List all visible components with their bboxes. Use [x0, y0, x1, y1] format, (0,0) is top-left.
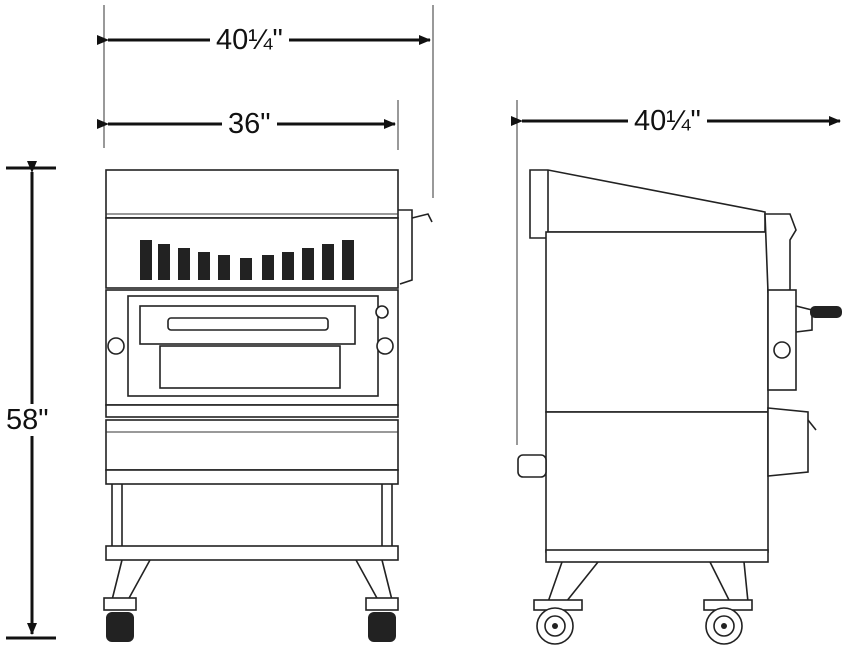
front-view-broiler	[103, 169, 433, 642]
side-caster-left	[533, 599, 583, 645]
label-body-width-front: 36"	[222, 108, 277, 140]
label-depth-side: 40¼"	[628, 105, 707, 137]
front-caster-left	[103, 597, 137, 642]
front-caster-right	[365, 597, 399, 642]
label-height-front: 58"	[0, 404, 55, 436]
label-overall-width-front: 40¼"	[210, 24, 289, 56]
side-view-broiler	[517, 169, 842, 645]
dimension-height-front	[6, 161, 56, 640]
side-caster-right	[703, 599, 753, 645]
vent-slots	[140, 240, 354, 280]
